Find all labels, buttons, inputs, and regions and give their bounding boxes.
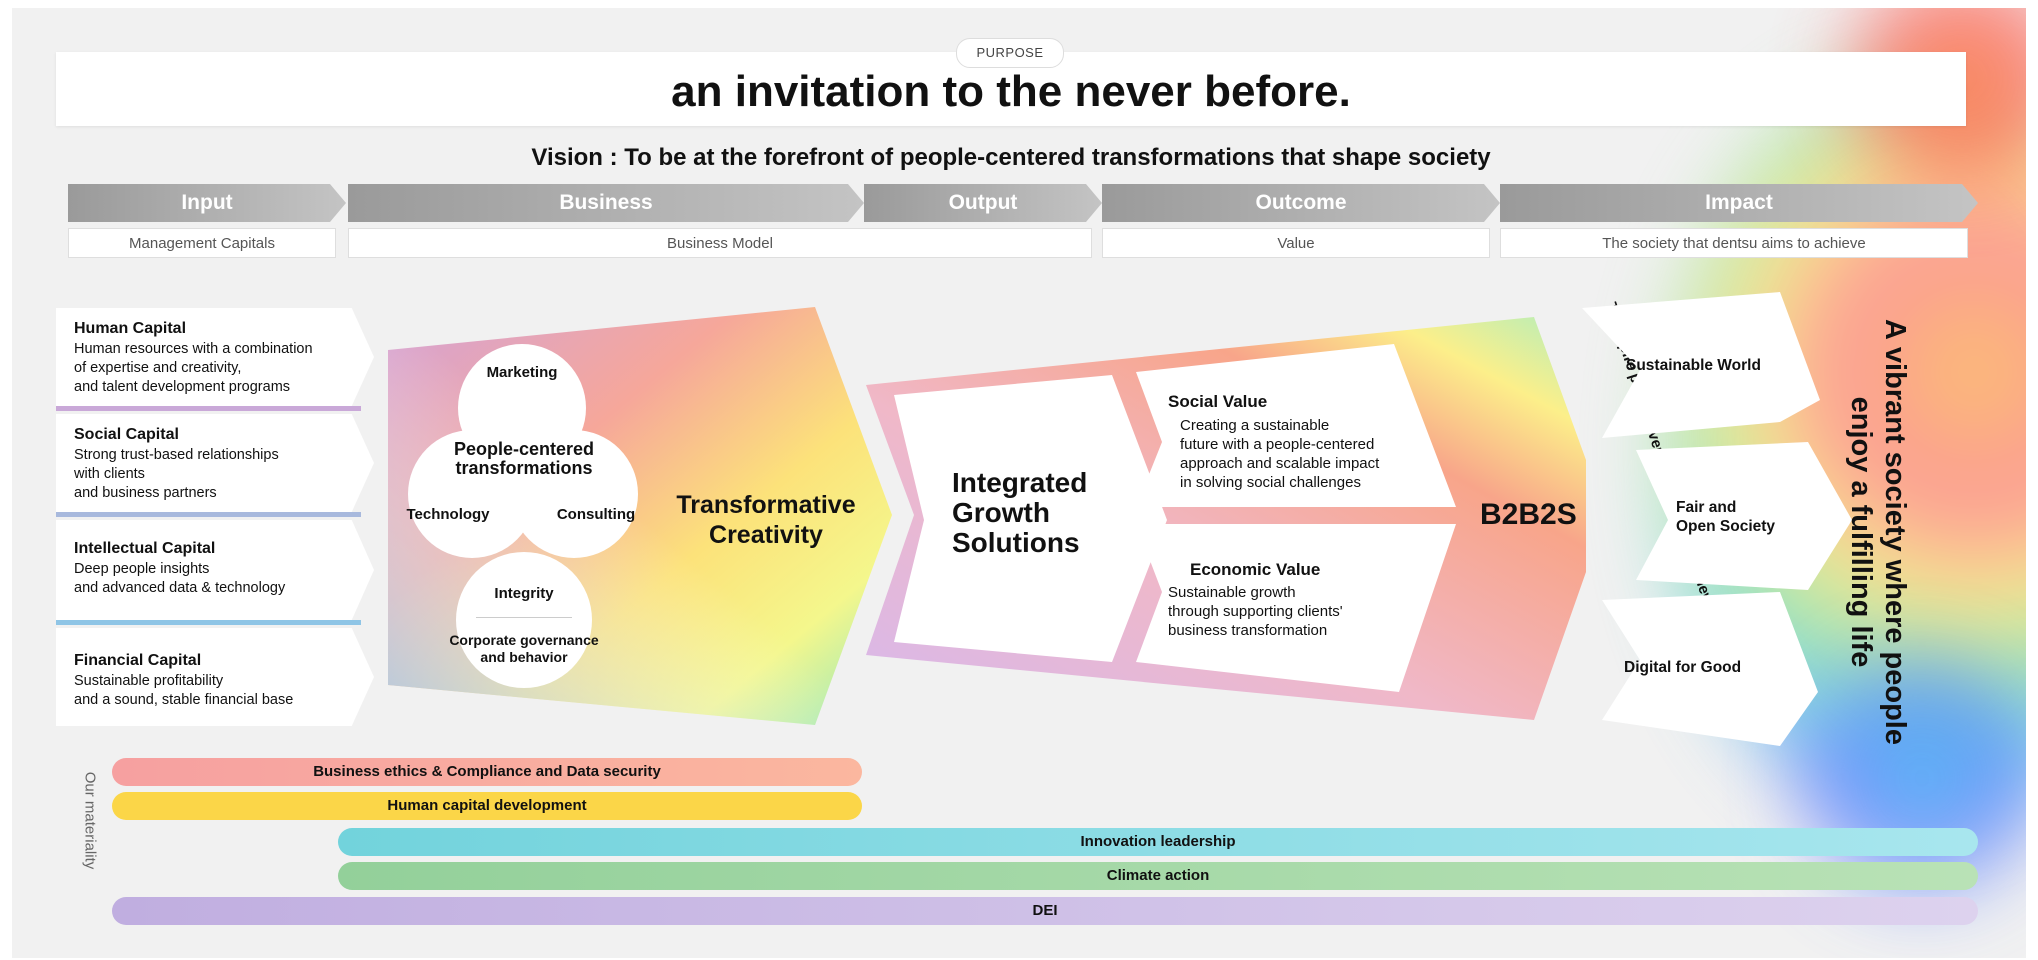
vision-statement: Vision : To be at the forefront of peopl… (531, 144, 1491, 171)
capital-social: Social Capital Strong trust-based relati… (56, 414, 374, 512)
output-label: Integrated Growth Solutions (952, 467, 1088, 558)
stage-sub-outcome: Value (1102, 228, 1490, 258)
capital-title: Intellectual Capital (74, 540, 216, 557)
integrity-divider (476, 617, 572, 618)
economic-value-desc: Sustainable growth through supporting cl… (1168, 584, 1343, 639)
social-value-title: Social Value (1168, 392, 1268, 411)
social-capital-bar (56, 512, 361, 517)
human-capital-bar (56, 406, 361, 411)
impact-fair-open-society: Fair and Open Society (1676, 499, 1776, 535)
capital-intellectual: Intellectual Capital Deep people insight… (56, 520, 374, 620)
stage-outcome: Outcome (1102, 184, 1500, 222)
stage-sub-input: Management Capitals (68, 228, 336, 258)
transformative-creativity-label: Transformative Creativity (676, 491, 856, 549)
impact-sustainable-world: Sustainable World (1626, 357, 1761, 374)
capital-desc: Strong trust-based relationships with cl… (74, 447, 279, 501)
materiality-ethics: Business ethics & Compliance and Data se… (112, 758, 862, 786)
materiality-human-capital: Human capital development (112, 792, 862, 820)
marketing-label: Marketing (486, 364, 558, 381)
society-statement: A vibrant society where people enjoy a f… (1845, 319, 1911, 745)
materiality-innovation: Innovation leadership (338, 828, 1978, 856)
materiality-climate: Climate action (338, 862, 1978, 890)
impact-cards (1582, 292, 1852, 746)
stage-sub-impact: The society that dentsu aims to achieve (1500, 228, 1968, 258)
capital-desc: Human resources with a combination of ex… (74, 341, 313, 395)
b2b2s-label: B2B2S (1480, 498, 1577, 531)
capital-title: Social Capital (74, 426, 179, 443)
social-value-desc: Creating a sustainable future with a peo… (1180, 417, 1380, 491)
output-card (894, 375, 1167, 662)
stage-sub-business: Business Model (348, 228, 1092, 258)
integrity-circle (456, 552, 592, 688)
capital-title: Financial Capital (74, 652, 202, 669)
stage-impact: Impact (1500, 184, 1978, 222)
stage-output: Output (864, 184, 1102, 222)
capital-human: Human Capital Human resources with a com… (56, 308, 374, 406)
integrity-label: Integrity (494, 585, 554, 602)
capital-title: Human Capital (74, 320, 187, 337)
materiality-label: Our materiality (81, 771, 99, 870)
capital-financial: Financial Capital Sustainable profitabil… (56, 628, 374, 726)
purpose-tag: PURPOSE (956, 38, 1064, 68)
center-label: People-centered transformations (453, 439, 595, 478)
stage-input: Input (68, 184, 346, 222)
outcome-cards (1136, 344, 1456, 692)
capital-desc: Sustainable profitability and a sound, s… (74, 673, 294, 708)
stage-business: Business (348, 184, 864, 222)
materiality-dei: DEI (112, 897, 1978, 925)
economic-value-title: Economic Value (1190, 560, 1321, 579)
governance-label: Corporate governance and behavior (449, 632, 599, 665)
capital-desc: Deep people insights and advanced data &… (74, 561, 286, 596)
impact-digital-for-good: Digital for Good (1624, 659, 1742, 676)
purpose-statement: an invitation to the never before. (671, 67, 1351, 116)
intellectual-capital-bar (56, 620, 361, 625)
technology-label: Technology (406, 506, 490, 523)
consulting-label: Consulting (556, 506, 636, 523)
center-circle (468, 408, 580, 520)
